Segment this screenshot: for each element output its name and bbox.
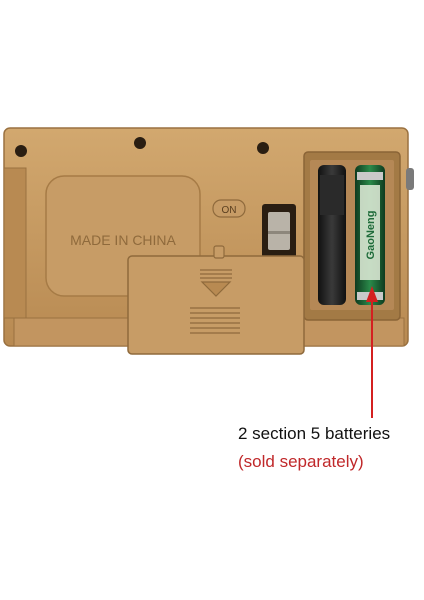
screw-hole-icon [15,145,27,157]
battery-right: GaoNeng [355,165,385,305]
cover-arrow-icon [200,269,232,297]
screw-hole-icon [257,142,269,154]
battery-brand-text: GaoNeng [365,211,377,260]
annotation-arrow-icon [366,286,378,418]
power-switch[interactable] [262,204,296,262]
annotation-line1: 2 section 5 batteries [238,424,391,443]
embossed-text: MADE IN CHINA [70,232,176,248]
annotation-line2: (sold separately) [238,452,364,471]
switch-label: ON [222,205,237,216]
battery-left [318,165,346,305]
screw-hole-icon [134,137,146,149]
cover-grip-icon [190,307,240,334]
battery-cover[interactable] [127,245,305,355]
on-label-badge [212,199,246,218]
